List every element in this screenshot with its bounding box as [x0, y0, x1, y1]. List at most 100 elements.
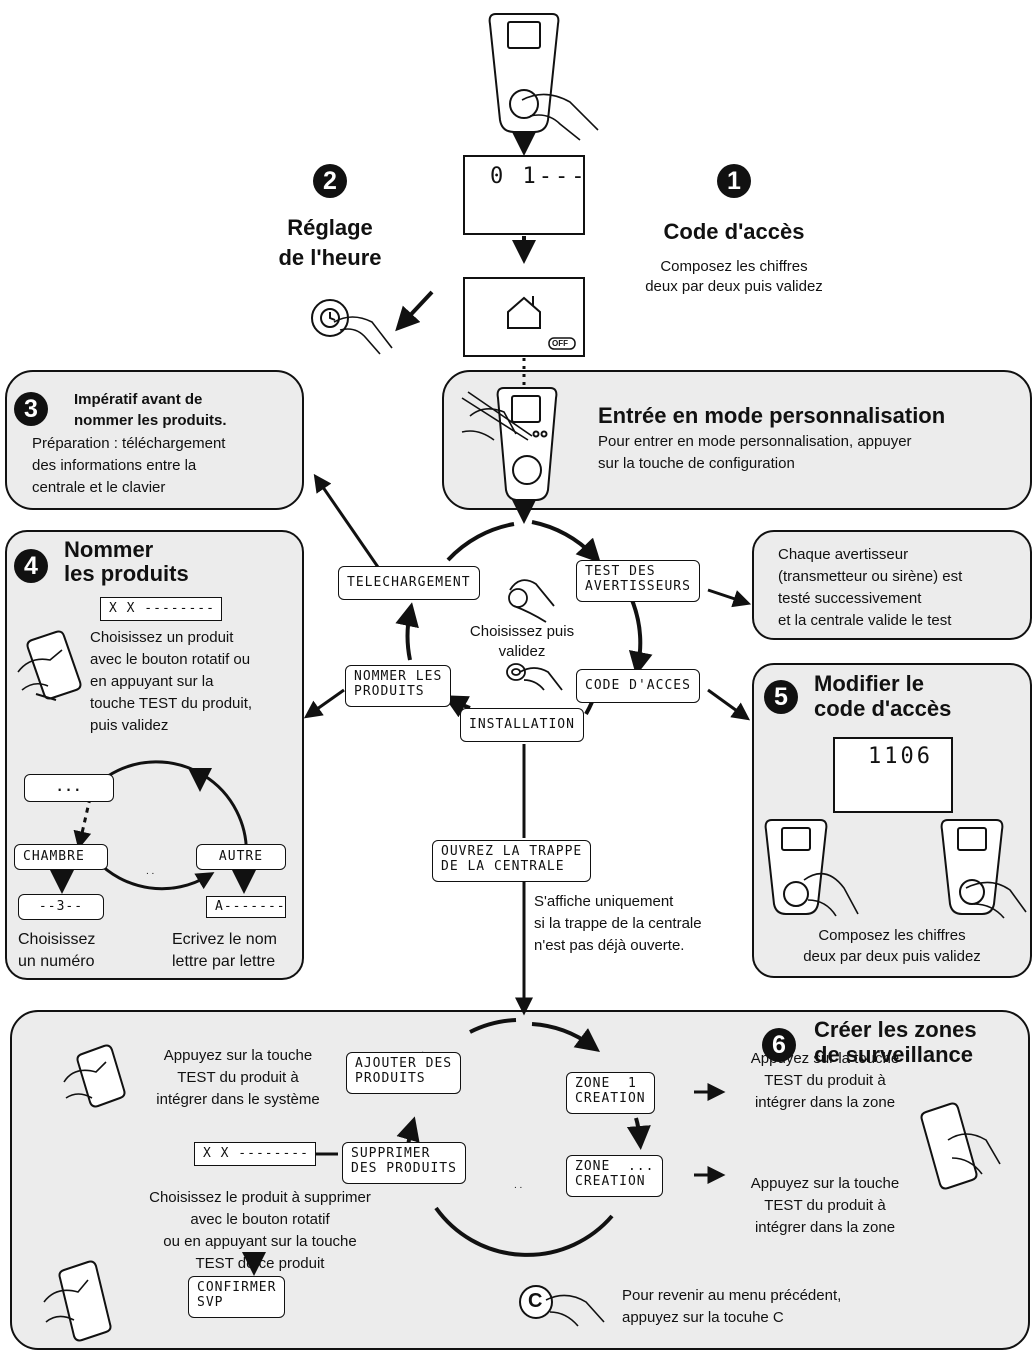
step3-title2: nommer les produits. [74, 412, 227, 429]
step4-lcd-numero: --3-- [18, 894, 104, 920]
step1-desc1: Composez les chiffres [660, 258, 808, 275]
lcd-zone1-creation[interactable]: ZONE 1 CREATION [566, 1072, 655, 1114]
step3-title1: Impératif avant de [74, 391, 203, 408]
step5-number: 5 [764, 680, 798, 714]
step4-display: X X -------- [100, 597, 222, 621]
keypad-press-icon [940, 819, 1027, 919]
step2-title2: de l'heure [278, 245, 382, 270]
lcd-confirmer[interactable]: CONFIRMER SVP [188, 1276, 286, 1318]
step3-desc2: des informations entre la [32, 457, 197, 474]
top-keypad-icon [488, 13, 599, 141]
lcd-telechargement[interactable]: TELECHARGEMENT [338, 566, 480, 600]
home-icon [507, 296, 541, 329]
rotary-knob-icon [508, 579, 555, 623]
lcd-test-avertisseurs[interactable]: TEST DES AVERTISSEURS [576, 560, 700, 602]
off-badge [548, 337, 576, 350]
step6-title2: de surveillance [814, 1042, 973, 1067]
warn-line2: (transmetteur ou sirène) est [778, 568, 963, 585]
lcd-ouvrez-trappe: OUVREZ LA TRAPPE DE LA CENTRALE [432, 840, 592, 882]
step5-desc2: deux par deux puis validez [803, 948, 981, 965]
cycle-center-text2: validez [498, 643, 546, 660]
zone1-line2: TEST du produit à [764, 1072, 886, 1089]
mode-desc1: Pour entrer en mode personnalisation, ap… [598, 433, 912, 450]
mode-title: Entrée en mode personnalisation [598, 403, 946, 428]
step5-display: 1106 [868, 744, 933, 769]
validate-key-icon [506, 663, 563, 691]
warn-line1: Chaque avertisseur [778, 546, 909, 563]
step3-number: 3 [14, 392, 48, 426]
step4-title2: les produits [64, 561, 189, 586]
step4-lcd-chambre[interactable]: CHAMBRE [14, 844, 108, 870]
step1-title: Code d'accès [663, 219, 805, 244]
clock-key-icon [311, 299, 393, 355]
step2-number: 2 [313, 164, 347, 198]
c-key-label: C [528, 1290, 543, 1312]
step6-dots: . . [514, 1180, 523, 1191]
step4-caption-right2: lettre par lettre [172, 953, 276, 970]
install-line3: n'est pas déjà ouverte. [534, 937, 685, 954]
suppr-line3: ou en appuyant sur la touche [163, 1233, 357, 1250]
step4-caption-right1: Ecrivez le nom [172, 931, 277, 948]
install-line2: si la trappe de la centrale [534, 915, 702, 932]
zonen-line1: Appuyez sur la touche [750, 1175, 900, 1192]
suppr-line4: TEST de ce produit [195, 1255, 325, 1272]
mode-desc2: sur la touche de configuration [598, 455, 795, 472]
lcd-code-acces[interactable]: CODE D'ACCES [576, 669, 700, 703]
zone1-line1: Appuyez sur la touche [750, 1050, 900, 1067]
suppr-line1: Choisissez le produit à supprimer [149, 1189, 371, 1206]
step4-dots: . . [146, 866, 155, 877]
step4-title1: Nommer [64, 537, 154, 562]
step4-desc1: Choisissez un produit [90, 629, 234, 646]
step6-number: 6 [762, 1028, 796, 1062]
config-keypad-icon [496, 387, 558, 501]
lcd-nommer-produits[interactable]: NOMMER LES PRODUITS [345, 665, 452, 707]
step4-desc3: en appuyant sur la [90, 673, 214, 690]
lcd-supprimer-produits[interactable]: SUPPRIMER DES PRODUITS [342, 1142, 466, 1184]
step3-desc1: Préparation : téléchargement [32, 435, 226, 452]
step4-caption-left1: Choisissez [18, 931, 96, 948]
step4-caption-left2: un numéro [18, 953, 95, 970]
step5-title1: Modifier le [814, 671, 925, 696]
step5-title2: code d'accès [814, 696, 952, 721]
step1-number: 1 [717, 164, 751, 198]
remote-icon-ajouter [63, 1044, 126, 1108]
ajouter-line2: TEST du produit à [177, 1069, 299, 1086]
zone1-line3: intégrer dans la zone [754, 1094, 896, 1111]
c-key-icon [519, 1285, 605, 1327]
step4-desc4: touche TEST du produit, [90, 695, 253, 712]
step1-desc2: deux par deux puis validez [645, 278, 823, 295]
c-line2: appuyez sur la tocuhe C [622, 1309, 784, 1326]
step5-desc1: Composez les chiffres [818, 927, 966, 944]
panel-warn [752, 530, 1032, 640]
ajouter-line1: Appuyez sur la touche [163, 1047, 313, 1064]
panel-step3 [5, 370, 304, 510]
step4-desc5: puis validez [90, 717, 169, 734]
remote-icon-supprimer [43, 1260, 112, 1342]
step6-title1: Créer les zones [814, 1017, 977, 1042]
step4-lcd-name: A------- [206, 896, 286, 918]
off-label: OFF [552, 339, 568, 348]
remote-icon-step4 [17, 630, 82, 701]
lcd-zonen-creation[interactable]: ZONE ... CREATION [566, 1155, 664, 1197]
warn-line4: et la centrale valide le test [778, 612, 952, 629]
install-line1: S'affiche uniquement [534, 893, 674, 910]
zonen-line2: TEST du produit à [764, 1197, 886, 1214]
step4-lcd-autre[interactable]: AUTRE [196, 844, 286, 870]
remote-icon-zone [920, 1102, 1001, 1190]
screen-1106 [833, 737, 953, 813]
cycle-center-text1: Choisissez puis [469, 623, 575, 640]
step4-number: 4 [14, 549, 48, 583]
c-line1: Pour revenir au menu précédent, [622, 1287, 842, 1304]
lcd-ajouter-produits[interactable]: AJOUTER DES PRODUITS [346, 1052, 462, 1094]
screen-code [463, 155, 585, 235]
lcd-code-digits: 0 1--- [490, 164, 588, 189]
warn-line3: testé successivement [778, 590, 922, 607]
ajouter-line3: intégrer dans le système [156, 1091, 320, 1108]
lcd-installation[interactable]: INSTALLATION [460, 708, 584, 742]
keypad-knob-icon [764, 819, 859, 917]
step3-desc3: centrale et le clavier [32, 479, 166, 496]
step6-display: X X -------- [194, 1142, 316, 1166]
zonen-line3: intégrer dans la zone [754, 1219, 896, 1236]
suppr-line2: avec le bouton rotatif [190, 1211, 330, 1228]
